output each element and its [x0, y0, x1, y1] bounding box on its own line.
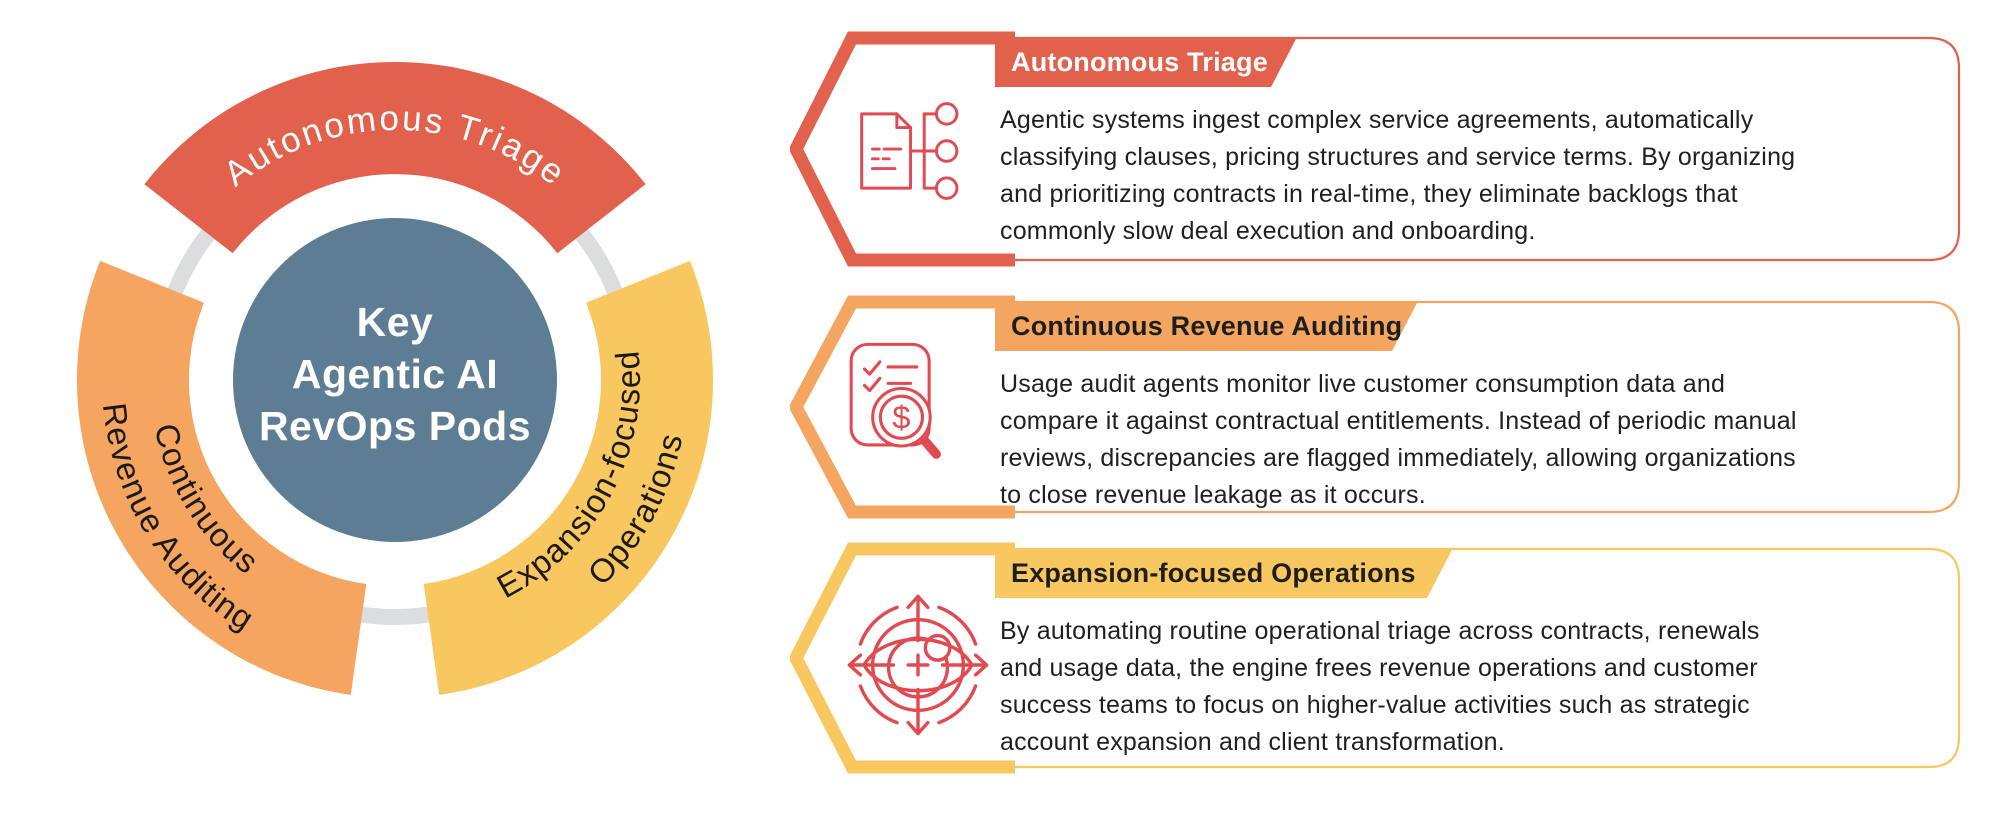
- card-frame: [790, 31, 1961, 267]
- card-description: Usage audit agents monitor live customer…: [1000, 370, 1797, 509]
- center-title-line1: Key: [357, 299, 434, 345]
- card-title-banner: Autonomous Triage: [995, 37, 1297, 87]
- card-title-banner: Expansion-focused Operations: [995, 548, 1453, 598]
- center-title-line2: Agentic AI: [292, 351, 498, 397]
- center-title-line3: RevOps Pods: [259, 403, 531, 449]
- card-chevron: [790, 295, 1015, 519]
- card-title: Expansion-focused Operations: [1011, 557, 1416, 588]
- card-autonomous-triage: Autonomous Triage Agentic systems ingest…: [790, 30, 1967, 268]
- card-frame: [790, 295, 1961, 519]
- card-description: Agentic systems ingest complex service a…: [1000, 106, 1796, 245]
- dollar-glyph: $: [892, 399, 910, 436]
- center-circle: [233, 218, 557, 542]
- arc-expansion-focused-operations: [423, 260, 714, 695]
- card-chevron: [790, 542, 1015, 774]
- card-title-banner: Continuous Revenue Auditing: [995, 301, 1418, 351]
- card-title: Autonomous Triage: [1011, 46, 1268, 77]
- arc-continuous-revenue-auditing: [76, 260, 367, 695]
- card-expansion-focused-operations: Expansion-focused Operations By automati…: [790, 541, 1967, 775]
- expansion-vision-icon: [847, 594, 989, 736]
- document-classification-icon: [860, 102, 959, 200]
- card-title: Continuous Revenue Auditing: [1011, 310, 1403, 341]
- card-frame: [790, 542, 1961, 774]
- card-description: By automating routine operational triage…: [1000, 617, 1760, 756]
- arc-autonomous-triage: [144, 61, 646, 254]
- revenue-audit-magnifier-icon: $: [849, 342, 941, 459]
- card-continuous-revenue-auditing: Continuous Revenue Auditing $ Usage audi…: [790, 294, 1967, 520]
- card-chevron: [790, 31, 1015, 267]
- revops-pods-diagram: Autonomous Triage Continuous Revenue Aud…: [76, 61, 714, 695]
